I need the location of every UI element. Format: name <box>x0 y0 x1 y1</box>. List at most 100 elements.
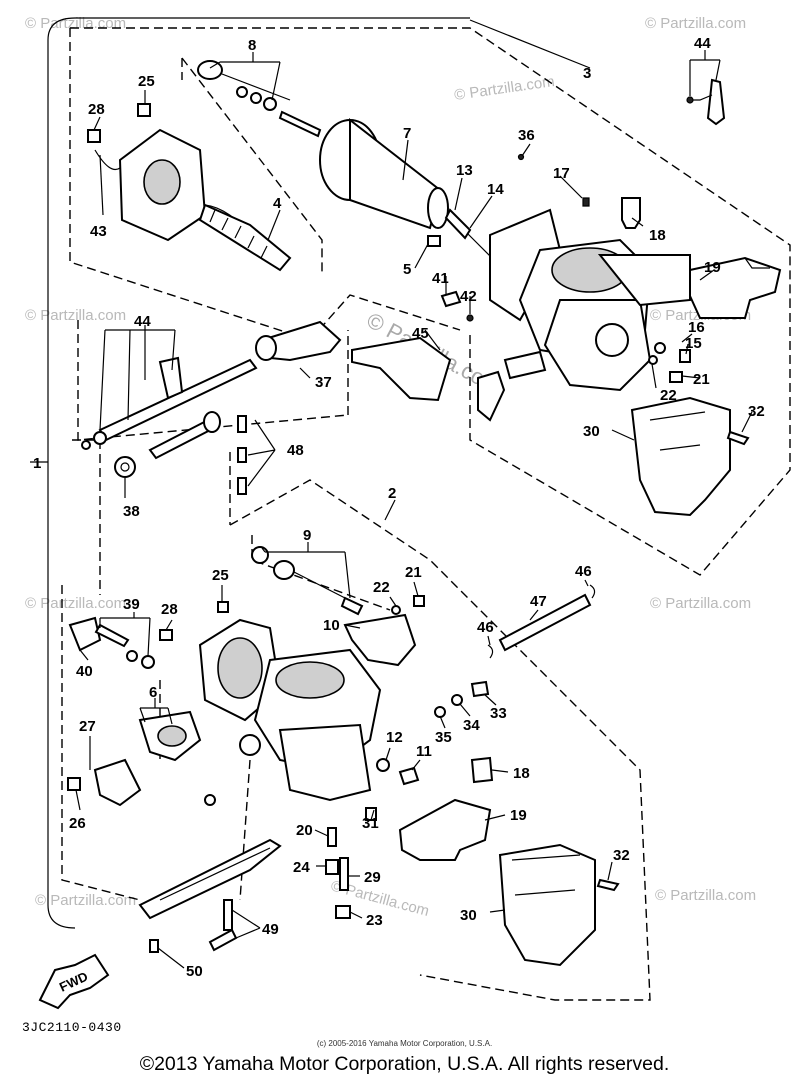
part-16-washer <box>654 342 666 354</box>
callout-23: 23 <box>366 912 383 929</box>
mounting-bracket <box>138 838 282 920</box>
part-13-14-jet-needle <box>444 208 493 259</box>
part-45-bracket <box>351 336 452 402</box>
callout-43: 43 <box>90 223 107 240</box>
part-5-screw <box>427 235 441 247</box>
callout-36: 36 <box>518 127 535 144</box>
callout-10: 10 <box>323 617 340 634</box>
carb-body-2 <box>198 618 382 802</box>
callout-40: 40 <box>76 663 93 680</box>
callout-17: 17 <box>553 165 570 182</box>
part-30-float-bowl-lower <box>498 843 596 967</box>
callout-32-lower: 32 <box>613 847 630 864</box>
part-7-piston-valve <box>319 117 449 230</box>
callout-19-lower: 19 <box>510 807 527 824</box>
callout-5: 5 <box>403 261 411 278</box>
part-42-clip <box>466 314 474 322</box>
subassembly-2-outline <box>61 479 651 1001</box>
leader-lines <box>75 19 753 969</box>
part-25-screw-lower <box>217 601 229 613</box>
fwd-arrow: FWD <box>38 953 110 1010</box>
callout-44-left: 44 <box>134 313 151 330</box>
part-21-screw-lower <box>413 595 425 607</box>
part-37-link-lever <box>255 320 342 362</box>
part-22-oring-lower <box>391 605 401 615</box>
part-48-pilot-screw-set <box>148 411 247 495</box>
callout-50: 50 <box>186 963 203 980</box>
callout-29: 29 <box>364 869 381 886</box>
assembly-bracket-1 <box>30 17 470 929</box>
watermark-text: © Partzilla.com <box>25 307 126 324</box>
callout-39: 39 <box>123 596 140 613</box>
callout-49: 49 <box>262 921 279 938</box>
small-copyright: (c) 2005-2016 Yamaha Motor Corporation, … <box>316 1039 493 1048</box>
part-24-jet <box>325 859 339 875</box>
diagram-code: 3JC2110-0430 <box>22 1020 122 1035</box>
callout-18-upper: 18 <box>649 227 666 244</box>
carb-2-parts <box>67 546 620 967</box>
watermark-text: © Partzilla.com <box>645 15 746 32</box>
callout-7: 7 <box>403 125 411 142</box>
part-47-fuel-tube <box>498 593 592 652</box>
callout-22-lower: 22 <box>373 579 390 596</box>
part-27-cover <box>93 758 142 807</box>
callout-21-lower: 21 <box>405 564 422 581</box>
part-20-jet <box>327 827 337 847</box>
callout-20: 20 <box>296 822 313 839</box>
watermark-text: © Partzilla.com <box>650 595 751 612</box>
part-30-float-bowl-upper <box>630 396 731 517</box>
callout-8: 8 <box>248 37 256 54</box>
part-spring-right <box>503 350 547 380</box>
watermark-text: © Partzilla.com <box>35 892 136 909</box>
callout-14: 14 <box>487 181 504 198</box>
part-28-screw-lower <box>159 629 173 641</box>
part-18-plunger-upper <box>621 197 641 229</box>
part-44-lever-right <box>706 78 726 126</box>
part-4-spring <box>198 203 292 272</box>
part-41-spring <box>440 290 462 308</box>
callout-13: 13 <box>456 162 473 179</box>
part-50-screw <box>149 939 159 953</box>
part-small-clip <box>204 794 216 806</box>
callout-27: 27 <box>79 718 96 735</box>
watermark-text: © Partzilla.com <box>25 595 126 612</box>
callout-19-upper: 19 <box>704 259 721 276</box>
callout-32-upper: 32 <box>748 403 765 420</box>
callout-22-upper: 22 <box>660 387 677 404</box>
part-34-washer <box>451 694 463 706</box>
part-28-screw-upper <box>87 129 101 143</box>
callout-28-lower: 28 <box>161 601 178 618</box>
part-38-washer <box>114 456 136 478</box>
callout-30-lower: 30 <box>460 907 477 924</box>
callout-24: 24 <box>293 859 310 876</box>
callout-1: 1 <box>33 455 41 472</box>
callout-12: 12 <box>386 729 403 746</box>
callout-21-upper: 21 <box>693 371 710 388</box>
part-12-washer <box>376 758 390 772</box>
callout-6: 6 <box>149 684 157 701</box>
watermark-text: © Partzilla.com <box>453 73 555 104</box>
part-33-screw <box>470 680 490 698</box>
part-22-oring-upper <box>648 355 658 365</box>
callout-15: 15 <box>685 335 702 352</box>
callout-30-upper: 30 <box>583 423 600 440</box>
part-link-arm <box>477 370 506 422</box>
callout-46-right: 46 <box>575 563 592 580</box>
copyright-notice: ©2013 Yamaha Motor Corporation, U.S.A. A… <box>139 1053 670 1075</box>
part-8-needle-jet-set <box>197 60 322 138</box>
part-17-screw <box>582 197 590 207</box>
part-26-screw <box>67 777 81 791</box>
carb-3-parts <box>81 60 782 517</box>
callout-3: 3 <box>583 65 591 82</box>
callout-35: 35 <box>435 729 452 746</box>
callout-45: 45 <box>412 325 429 342</box>
callout-48: 48 <box>287 442 304 459</box>
part-19-float-upper <box>689 256 782 319</box>
callout-11: 11 <box>416 743 432 760</box>
callout-25-upper: 25 <box>138 73 155 90</box>
part-18-plunger-lower <box>470 756 494 784</box>
part-32-screw-upper <box>726 430 750 446</box>
callout-33: 33 <box>490 705 507 722</box>
callout-26: 26 <box>69 815 86 832</box>
part-35-washer <box>434 706 446 718</box>
